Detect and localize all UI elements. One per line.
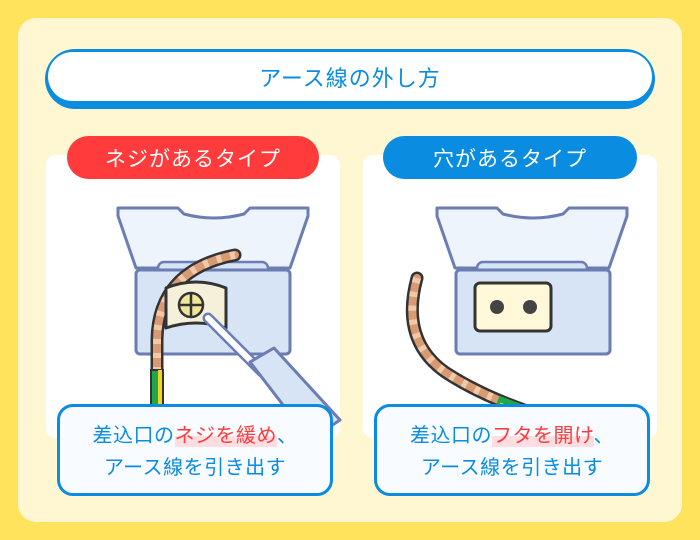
caption-text: 、 bbox=[593, 423, 614, 447]
hole-type-badge: 穴があるタイプ bbox=[383, 136, 637, 179]
caption-text: 、 bbox=[277, 423, 298, 447]
page-title: アース線の外し方 bbox=[48, 52, 652, 101]
screw-type-caption: 差込口のネジを緩め、 アース線を引き出す bbox=[57, 404, 333, 496]
caption-text: 差込口の bbox=[92, 423, 175, 447]
caption-highlight: ネジを緩め bbox=[174, 423, 277, 447]
caption-text: 差込口の bbox=[410, 423, 492, 447]
hole-terminal-icon bbox=[473, 281, 553, 333]
outlet-lid-icon bbox=[116, 206, 310, 270]
caption-highlight: フタを開け bbox=[492, 423, 594, 447]
outlet-lid-icon bbox=[435, 206, 629, 270]
hole-type-caption: 差込口のフタを開け、 アース線を引き出す bbox=[374, 404, 650, 496]
title-banner: アース線の外し方 bbox=[45, 49, 655, 109]
screw-type-badge: ネジがあるタイプ bbox=[67, 136, 319, 179]
caption-text: アース線を引き出す bbox=[420, 455, 604, 479]
caption-text: アース線を引き出す bbox=[103, 455, 287, 479]
